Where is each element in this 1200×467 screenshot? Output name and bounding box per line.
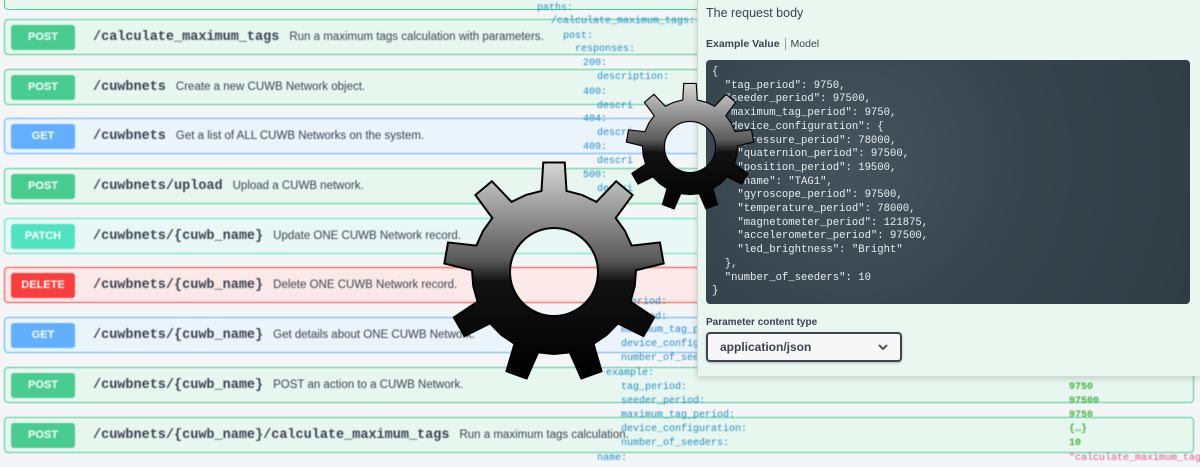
example-json-block: { "tag_period": 9750, "seeder_period": 9… [706,60,1190,304]
operation-path: /calculate_maximum_tags [93,29,280,45]
yaml-responses: responses: [575,44,636,55]
yaml-example-value: 9750 [1069,410,1094,421]
operation-summary: Update ONE CUWB Network record. [273,230,462,242]
yaml-prop: number_of_seede [621,353,712,364]
method-badge: GET [11,123,75,149]
chevron-down-icon [878,344,888,351]
method-badge: PATCH [11,223,75,249]
gear-icon [625,82,755,210]
method-badge: POST [11,74,75,100]
method-badge: POST [11,24,75,50]
method-badge: POST [11,372,75,398]
example-json-text: { "tag_period": 9750, "seeder_period": 9… [712,66,929,298]
request-body-title: The request body [706,6,804,20]
yaml-example-key: seeder_period: [621,396,706,407]
gear-icon [443,161,665,380]
method-badge: POST [11,173,75,199]
yaml-post: post: [563,31,594,42]
content-type-label: Parameter content type [706,317,818,328]
operation-summary: Get details about ONE CUWB Network. [273,329,476,341]
yaml-prop: device_configu [621,339,706,350]
yaml-example-value: 97500 [1069,396,1100,407]
yaml-code-500: 500: [583,170,608,181]
yaml-description: descri [597,101,634,112]
operation-path: /cuwbnets/{cuwb_name}/calculate_maximum_… [93,427,450,443]
yaml-code-200: 200: [583,58,608,69]
operation-summary: Create a new CUWB Network object. [175,81,366,93]
yaml-code-409: 409: [583,142,608,153]
gear-shape [443,161,665,380]
yaml-code-404: 404: [583,114,608,125]
method-badge: DELETE [11,272,75,298]
yaml-example-value: 9750 [1069,382,1094,393]
yaml-example-value: {…} [1069,424,1088,435]
yaml-example-key: number_of_seeders: [621,438,730,449]
request-body-panel: The request body Example Value Model { "… [697,0,1200,376]
yaml-name-key: name: [597,453,628,464]
operation-summary: POST an action to a CUWB Network. [273,379,464,391]
method-badge: GET [11,322,75,348]
gear-shape [625,82,755,210]
operation-path: /cuwbnets/{cuwb_name} [93,327,264,343]
yaml-example-key: tag_period: [621,382,688,393]
yaml-prop: period: [625,297,668,308]
yaml-description: descri [597,156,634,167]
yaml-name-value: "calculate_maximum_tags [1069,453,1200,464]
operation-path: /cuwbnets/{cuwb_name} [93,377,264,393]
example-model-tabs: Example Value Model [706,38,819,50]
operation-summary: Run a maximum tags calculation. [459,429,629,441]
yaml-example-value: 10 [1069,438,1082,449]
content-type-select[interactable]: application/json [706,332,902,362]
operation-path: /cuwbnets [93,128,166,144]
operation-summary: Get a list of ALL CUWB Networks on the s… [175,130,425,142]
operation-post-cuwbnet-calculate-maximum-tags[interactable]: POST /cuwbnets/{cuwb_name}/calculate_max… [4,417,1194,453]
yaml-example-key: device_configuration: [621,424,748,435]
operation-path: /cuwbnets/{cuwb_name} [93,277,264,293]
operation-path: /cuwbnets [93,79,166,95]
operation-summary: Run a maximum tags calculation with para… [289,31,544,43]
operation-path: /cuwbnets/{cuwb_name} [93,228,264,244]
yaml-example: example: [606,368,655,379]
yaml-paths: paths: [537,3,574,14]
content-type-value: application/json [720,340,812,354]
yaml-description: description: [597,72,670,83]
yaml-path-key: /calculate_maximum_tags: [551,16,696,27]
tab-model[interactable]: Model [790,38,820,50]
operation-path: /cuwbnets/upload [93,178,223,194]
yaml-code-400: 400: [583,87,608,98]
yaml-prop: maximum_tag_per [621,325,712,336]
yaml-example-key: maximum_tag_period: [621,410,736,421]
yaml-description: descri [597,128,634,139]
operation-summary: Upload a CUWB network. [232,180,364,192]
operation-summary: Delete ONE CUWB Network record. [273,279,458,291]
tab-example-value[interactable]: Example Value [706,38,786,50]
method-badge: POST [11,422,75,448]
